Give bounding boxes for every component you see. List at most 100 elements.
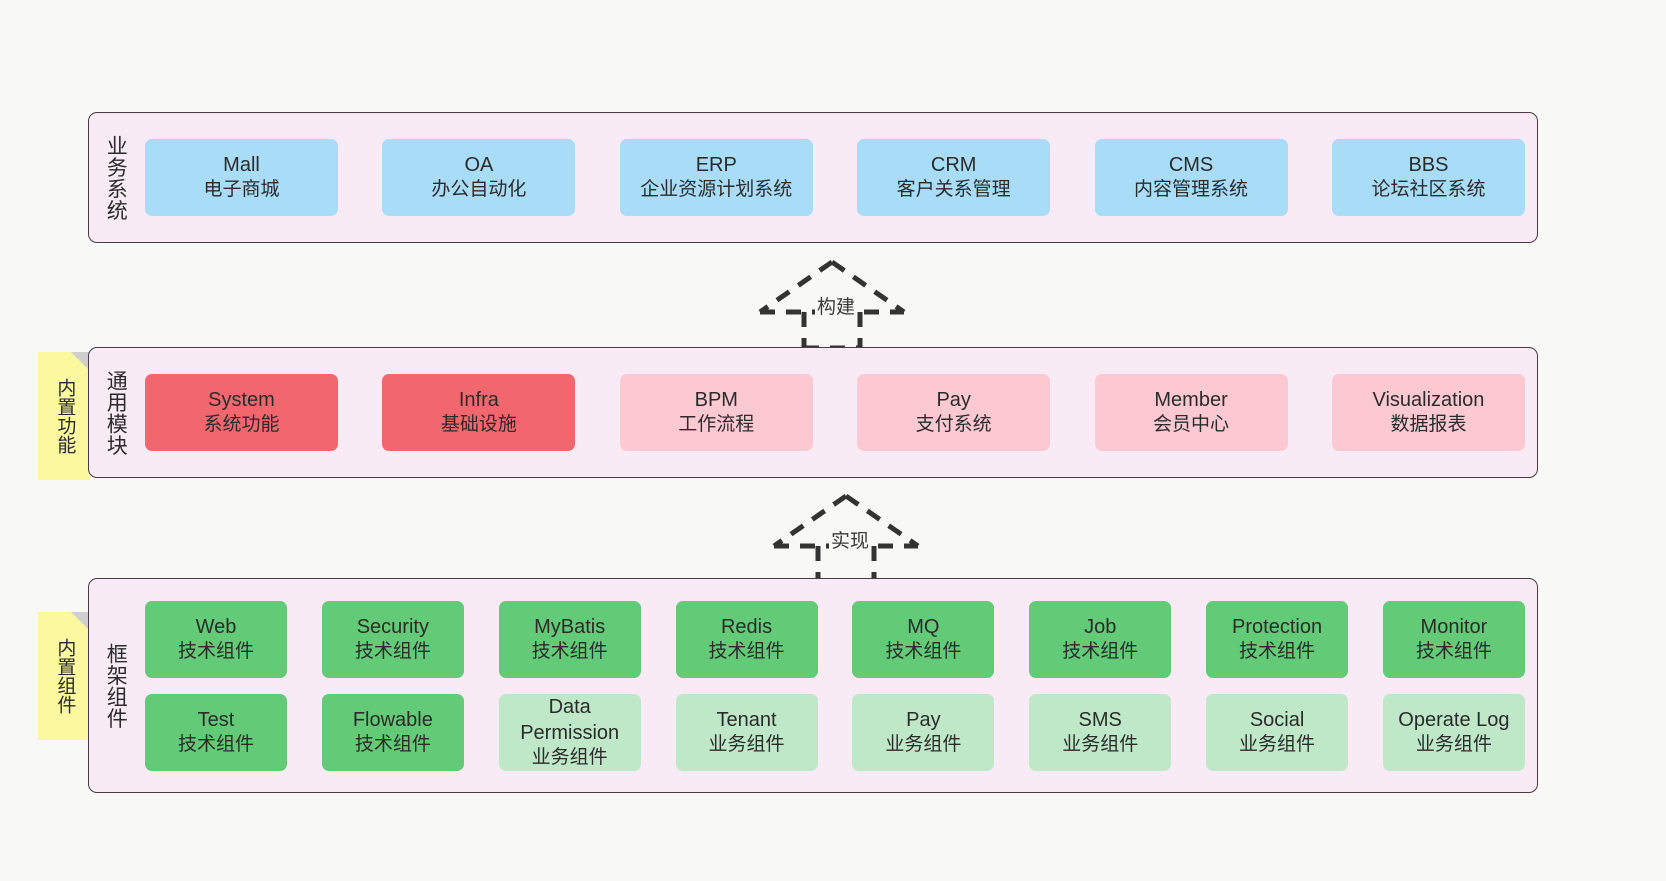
box-title-en: MQ	[907, 615, 940, 638]
box-mq[interactable]: MQ 技术组件	[852, 600, 995, 678]
box-test[interactable]: Test 技术组件	[145, 693, 287, 771]
box-row: Test 技术组件 Flowable 技术组件 Data Permission …	[145, 693, 1525, 771]
generalization-arrow-build: 构建	[752, 258, 912, 350]
box-monitor[interactable]: Monitor 技术组件	[1382, 600, 1525, 678]
box-title-cn: 业务组件	[885, 733, 962, 755]
box-title-cn: 数据报表	[1390, 414, 1467, 436]
box-title-en: BPM	[694, 389, 738, 412]
box-title-cn: 技术组件	[354, 733, 431, 755]
box-flowable[interactable]: Flowable 技术组件	[321, 693, 464, 771]
box-cms[interactable]: CMS 内容管理系统	[1094, 139, 1288, 216]
box-mybatis[interactable]: MyBatis 技术组件	[498, 600, 641, 678]
box-title-en: Protection	[1232, 615, 1323, 638]
layer-body-common-module: System 系统功能 Infra 基础设施 BPM 工作流程 Pay 支付系统…	[141, 348, 1537, 477]
box-title-en: Mall	[223, 154, 260, 177]
layer-title-common-module: 通用模块	[104, 369, 128, 456]
box-operate-log[interactable]: Operate Log 业务组件	[1382, 693, 1525, 771]
box-title-cn: 技术组件	[1239, 640, 1316, 662]
sticky-note-label: 内置功能	[54, 378, 76, 454]
box-title-en: Flowable	[352, 708, 433, 731]
box-title-cn: 技术组件	[885, 640, 962, 662]
layer-framework-component: 框架组件 Web 技术组件 Security 技术组件 MyBatis 技术组件…	[88, 578, 1538, 793]
box-crm[interactable]: CRM 客户关系管理	[857, 139, 1051, 216]
box-title-cn: 会员中心	[1153, 414, 1230, 436]
box-pay-component[interactable]: Pay 业务组件	[852, 693, 995, 771]
box-tenant[interactable]: Tenant 业务组件	[675, 693, 818, 771]
box-title-cn: 技术组件	[177, 640, 254, 662]
box-bbs[interactable]: BBS 论坛社区系统	[1331, 139, 1525, 216]
box-social[interactable]: Social 业务组件	[1206, 693, 1349, 771]
box-bpm[interactable]: BPM 工作流程	[619, 374, 813, 451]
box-title-en: Tenant	[716, 708, 777, 731]
box-title-cn: 技术组件	[177, 733, 254, 755]
box-member[interactable]: Member 会员中心	[1094, 374, 1288, 451]
box-title-cn: 客户关系管理	[896, 179, 1011, 201]
box-title-en: OA	[464, 154, 494, 177]
box-title-cn: 业务组件	[1239, 733, 1316, 755]
box-protection[interactable]: Protection 技术组件	[1206, 600, 1349, 678]
box-title-cn: 基础设施	[440, 414, 517, 436]
box-title-cn: 系统功能	[203, 414, 280, 436]
box-security[interactable]: Security 技术组件	[321, 600, 464, 678]
box-job[interactable]: Job 技术组件	[1029, 600, 1172, 678]
box-title-en-second-line: Permission	[520, 721, 620, 744]
box-title-cn: 业务组件	[1415, 733, 1492, 755]
layer-business-system: 业务系统 Mall 电子商城 OA 办公自动化 ERP 企业资源计划系统 CRM…	[88, 112, 1538, 243]
box-title-en: Test	[197, 708, 235, 731]
box-title-en: Visualization	[1372, 389, 1485, 412]
box-title-en: Pay	[906, 708, 941, 731]
box-title-cn: 技术组件	[354, 640, 431, 662]
box-title-en: Security	[356, 615, 429, 638]
box-title-en: SMS	[1078, 708, 1122, 731]
box-title-en: Redis	[720, 615, 773, 638]
sticky-note-label: 内置组件	[54, 638, 76, 714]
box-title-cn: 企业资源计划系统	[640, 179, 793, 201]
box-mall[interactable]: Mall 电子商城	[145, 139, 338, 216]
note-fold-corner-icon	[71, 352, 90, 371]
box-title-cn: 业务组件	[1062, 733, 1139, 755]
box-visualization[interactable]: Visualization 数据报表	[1331, 374, 1525, 451]
box-erp[interactable]: ERP 企业资源计划系统	[619, 139, 813, 216]
layer-body-business-system: Mall 电子商城 OA 办公自动化 ERP 企业资源计划系统 CRM 客户关系…	[141, 113, 1537, 242]
box-title-en: BBS	[1408, 154, 1449, 177]
box-data-permission[interactable]: Data Permission 业务组件	[498, 693, 641, 771]
box-infra[interactable]: Infra 基础设施	[382, 374, 576, 451]
arrow-label-implement: 实现	[829, 526, 872, 553]
box-title-cn: 技术组件	[1415, 640, 1492, 662]
box-title-en: Data	[548, 695, 591, 718]
sticky-note-builtin-function: 内置功能	[38, 352, 90, 480]
box-title-cn: 技术组件	[1062, 640, 1139, 662]
sticky-note-builtin-component: 内置组件	[38, 612, 90, 740]
generalization-arrow-implement: 实现	[766, 492, 926, 584]
box-title-en: CRM	[930, 154, 977, 177]
box-title-en: CMS	[1168, 154, 1214, 177]
box-title-en: Pay	[936, 389, 971, 412]
box-sms[interactable]: SMS 业务组件	[1029, 693, 1172, 771]
box-title-cn: 技术组件	[708, 640, 785, 662]
layer-common-module: 通用模块 System 系统功能 Infra 基础设施 BPM 工作流程 Pay…	[88, 347, 1538, 478]
note-fold-corner-icon	[71, 612, 90, 631]
box-title-en: Member	[1154, 389, 1228, 412]
layer-title-business-system: 业务系统	[104, 134, 128, 221]
box-title-en: Operate Log	[1398, 708, 1510, 731]
box-title-cn: 办公自动化	[431, 179, 527, 201]
box-title-en: MyBatis	[534, 615, 606, 638]
box-row: Mall 电子商城 OA 办公自动化 ERP 企业资源计划系统 CRM 客户关系…	[145, 139, 1525, 216]
arrow-label-build: 构建	[815, 292, 858, 319]
box-row: System 系统功能 Infra 基础设施 BPM 工作流程 Pay 支付系统…	[145, 374, 1525, 451]
box-title-en: Monitor	[1420, 615, 1488, 638]
box-title-cn: 业务组件	[708, 733, 785, 755]
box-oa[interactable]: OA 办公自动化	[382, 139, 576, 216]
box-title-cn: 论坛社区系统	[1371, 179, 1486, 201]
box-title-cn: 技术组件	[531, 640, 608, 662]
box-redis[interactable]: Redis 技术组件	[675, 600, 818, 678]
box-title-en: Infra	[458, 389, 499, 412]
box-web[interactable]: Web 技术组件	[145, 600, 287, 678]
box-pay[interactable]: Pay 支付系统	[857, 374, 1051, 451]
box-system[interactable]: System 系统功能	[145, 374, 338, 451]
box-title-cn: 业务组件	[531, 746, 608, 768]
box-title-cn: 内容管理系统	[1134, 179, 1249, 201]
box-title-cn: 电子商城	[203, 179, 280, 201]
layer-title-framework-component: 框架组件	[104, 642, 128, 729]
